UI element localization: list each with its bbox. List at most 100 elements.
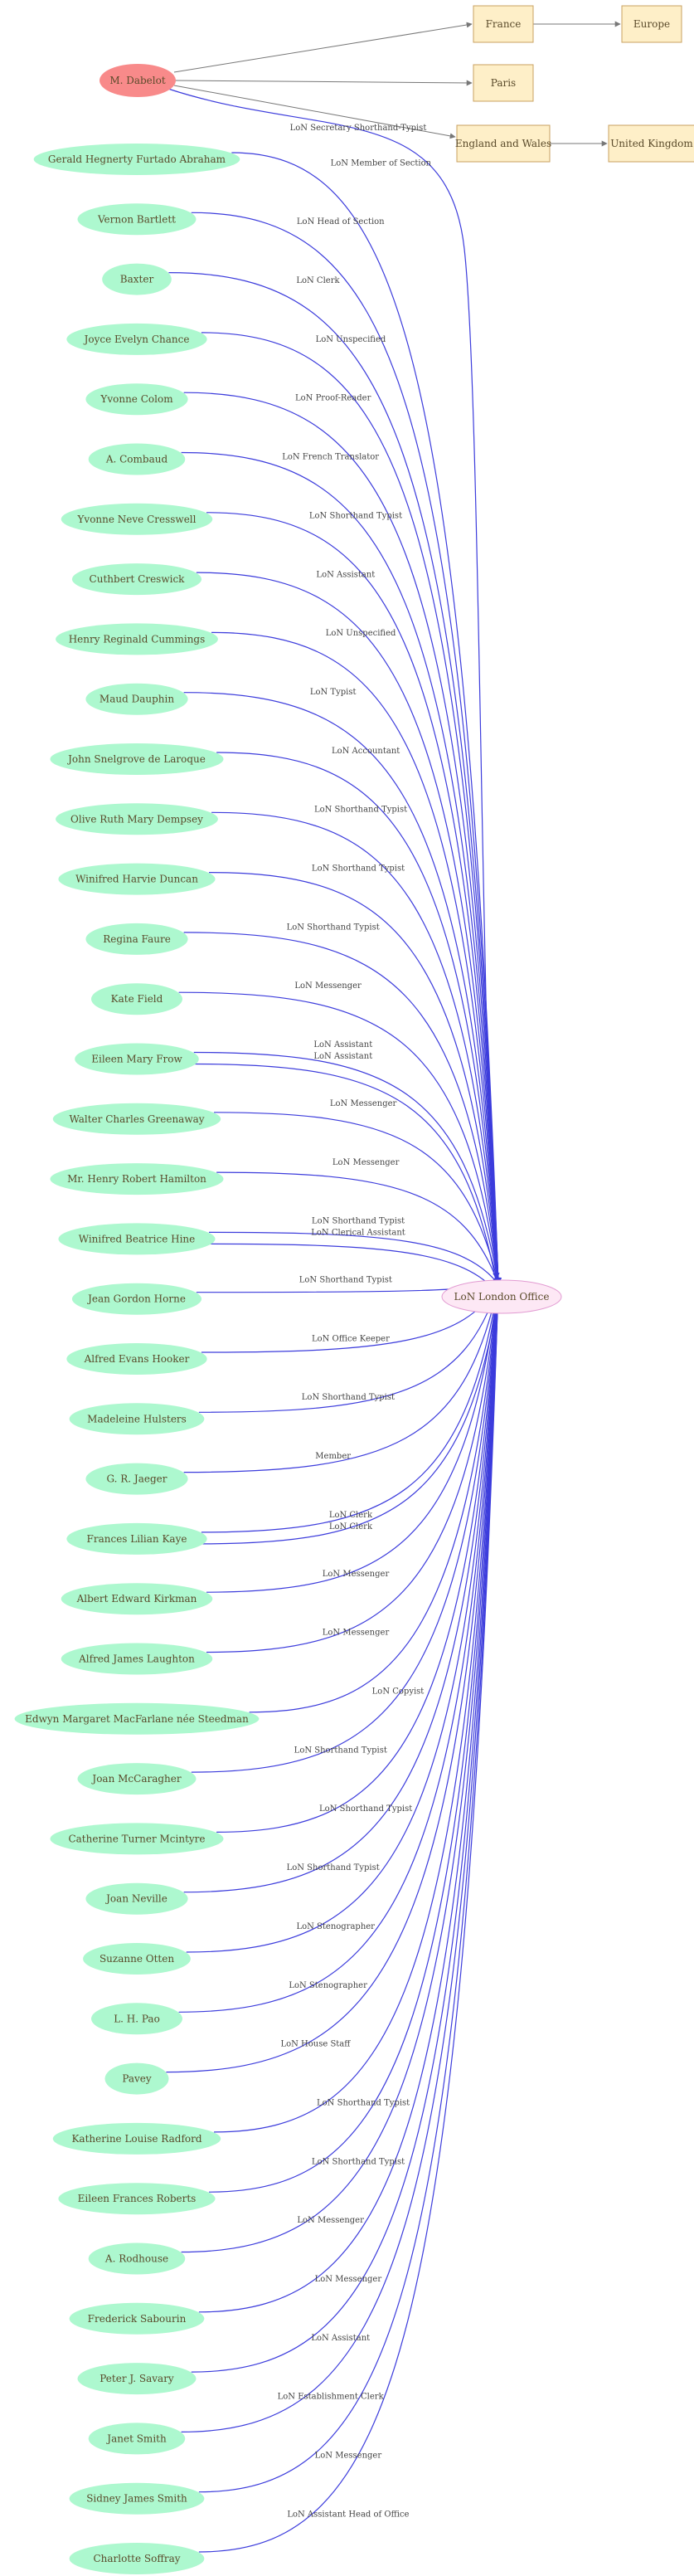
- edge-label-39: LoN Messenger: [315, 2452, 382, 2461]
- place-node-france[interactable]: France: [473, 5, 534, 43]
- place-node-europe[interactable]: Europe: [621, 5, 682, 43]
- place-node-paris[interactable]: Paris: [473, 64, 534, 102]
- person-node[interactable]: Joan McCaragher: [77, 1763, 197, 1795]
- person-node[interactable]: Suzanne Otten: [83, 1943, 191, 1975]
- person-node-shape: [61, 1583, 213, 1615]
- person-node[interactable]: Vernon Bartlett: [77, 203, 197, 236]
- edge-highlight-office: [167, 88, 500, 1280]
- person-node-shape: [102, 263, 172, 295]
- person-node-label: Gerald Hegnerty Furtado Abraham: [48, 153, 226, 165]
- edge-label-22: Member: [315, 1452, 351, 1461]
- person-node[interactable]: A. Combaud: [88, 443, 186, 475]
- edge-label-32: LoN House Staff: [280, 2040, 351, 2049]
- person-node-label: Jean Gordon Horne: [86, 1293, 186, 1305]
- edges-layer: [166, 21, 621, 2553]
- place-node-england[interactable]: England and Wales: [455, 124, 551, 163]
- person-node[interactable]: Winifred Beatrice Hine: [58, 1223, 216, 1255]
- edge-label-0: LoN Member of Section: [331, 158, 432, 168]
- person-node[interactable]: Baxter: [102, 263, 172, 295]
- person-node[interactable]: Alfred James Laughton: [61, 1643, 213, 1675]
- place-node-label: Europe: [633, 18, 670, 30]
- edge-label-1: LoN Head of Section: [297, 217, 385, 226]
- highlight-person-node[interactable]: M. Dabelot: [99, 64, 176, 97]
- person-node[interactable]: Eileen Frances Roberts: [58, 2183, 216, 2215]
- edge-label-25: LoN Messenger: [323, 1629, 390, 1638]
- person-node[interactable]: Walter Charles Greenaway: [52, 1103, 221, 1135]
- person-node[interactable]: Peter J. Savary: [77, 2363, 197, 2395]
- person-node-label: John Snelgrove de Laroque: [66, 753, 206, 765]
- edge-label-extra-0-b: LoN Assistant: [313, 1052, 372, 1061]
- edge-label-extra-2-b: LoN Clerk: [329, 1522, 373, 1531]
- person-node-label: Cuthbert Creswick: [90, 573, 186, 585]
- person-node[interactable]: Eileen Mary Frow: [75, 1043, 199, 1075]
- office-node[interactable]: LoN London Office: [441, 1279, 562, 1314]
- person-node[interactable]: Katherine Louise Radford: [52, 2122, 221, 2155]
- person-node[interactable]: Olive Ruth Mary Dempsey: [56, 803, 218, 835]
- person-node-label: Janet Smith: [105, 2432, 167, 2444]
- edge-label-14: LoN Messenger: [294, 981, 362, 991]
- person-node[interactable]: Cuthbert Creswick: [71, 563, 202, 596]
- edge-28: [216, 1283, 502, 1833]
- person-node[interactable]: Edwyn Margaret MacFarlane née Steedman: [14, 1702, 260, 1735]
- edge-label-16: LoN Messenger: [330, 1099, 397, 1108]
- edge-12: [209, 872, 502, 1285]
- edge-label-27: LoN Shorthand Typist: [294, 1746, 387, 1755]
- person-node[interactable]: Janet Smith: [88, 2423, 186, 2455]
- person-node[interactable]: Alfred Evans Hooker: [66, 1343, 207, 1375]
- edge-extra-0-b: [193, 1063, 501, 1295]
- person-node-label: Joyce Evelyn Chance: [83, 334, 190, 345]
- person-node-shape: [88, 443, 186, 475]
- edge-29: [183, 1283, 502, 1893]
- person-node-shape: [69, 1403, 205, 1435]
- edge-22: [183, 1283, 501, 1473]
- person-node[interactable]: Pavey: [104, 2062, 169, 2095]
- person-node[interactable]: Joan Neville: [85, 1882, 188, 1915]
- person-node[interactable]: Madeleine Hulsters: [69, 1403, 205, 1435]
- edge-label-5: LoN French Translator: [282, 453, 379, 462]
- place-node-shape: [473, 64, 534, 102]
- edge-23: [201, 1283, 501, 1533]
- person-node[interactable]: Yvonne Neve Cresswell: [61, 503, 213, 535]
- person-node[interactable]: A. Rodhouse: [88, 2242, 186, 2275]
- person-node[interactable]: Kate Field: [91, 983, 182, 1015]
- edge-8: [211, 631, 502, 1285]
- person-node-shape: [52, 1103, 221, 1135]
- person-node[interactable]: Yvonne Colom: [85, 383, 188, 416]
- edge-30: [186, 1283, 502, 1953]
- person-node[interactable]: Mr. Henry Robert Hamilton: [50, 1163, 224, 1195]
- person-node[interactable]: Winifred Harvie Duncan: [58, 863, 216, 895]
- person-node-label: Vernon Bartlett: [97, 213, 176, 225]
- person-node[interactable]: Albert Edward Kirkman: [61, 1583, 213, 1615]
- person-node[interactable]: Frances Lilian Kaye: [66, 1522, 207, 1555]
- edge-14: [178, 991, 502, 1285]
- person-node-shape: [61, 1643, 213, 1675]
- person-node-shape: [71, 563, 202, 596]
- person-node-label: Yvonne Colom: [99, 393, 173, 405]
- edge-extra-2-b: [201, 1293, 501, 1545]
- edge-label-30: LoN Stenographer: [296, 1922, 375, 1931]
- person-node[interactable]: G. R. Jaeger: [85, 1463, 188, 1495]
- person-node[interactable]: Frederick Sabourin: [69, 2302, 205, 2335]
- person-node[interactable]: Joyce Evelyn Chance: [66, 323, 207, 355]
- place-node-shape: [473, 5, 534, 43]
- edge-40: [198, 1283, 502, 2553]
- place-node-uk[interactable]: United Kingdom: [608, 124, 694, 163]
- person-node[interactable]: L. H. Pao: [91, 2003, 182, 2035]
- person-node[interactable]: John Snelgrove de Laroque: [50, 743, 224, 775]
- edge-6: [206, 512, 502, 1285]
- person-node[interactable]: Charlotte Soffray: [69, 2543, 205, 2574]
- person-node-shape: [77, 203, 197, 236]
- person-node[interactable]: Catherine Turner Mcintyre: [50, 1823, 224, 1855]
- person-node-shape: [56, 623, 218, 655]
- person-node[interactable]: Henry Reginald Cummings: [56, 623, 218, 655]
- person-node[interactable]: Maud Dauphin: [85, 683, 188, 715]
- person-node-label: Sidney James Smith: [86, 2493, 187, 2505]
- person-node[interactable]: Gerald Hegnerty Furtado Abraham: [33, 144, 240, 175]
- person-node[interactable]: Sidney James Smith: [69, 2482, 205, 2515]
- person-node[interactable]: Jean Gordon Horne: [71, 1283, 202, 1315]
- edge-31: [178, 1283, 502, 2013]
- person-node-shape: [71, 1283, 202, 1315]
- person-node[interactable]: Regina Faure: [85, 923, 188, 955]
- edge-label-7: LoN Assistant: [316, 570, 375, 579]
